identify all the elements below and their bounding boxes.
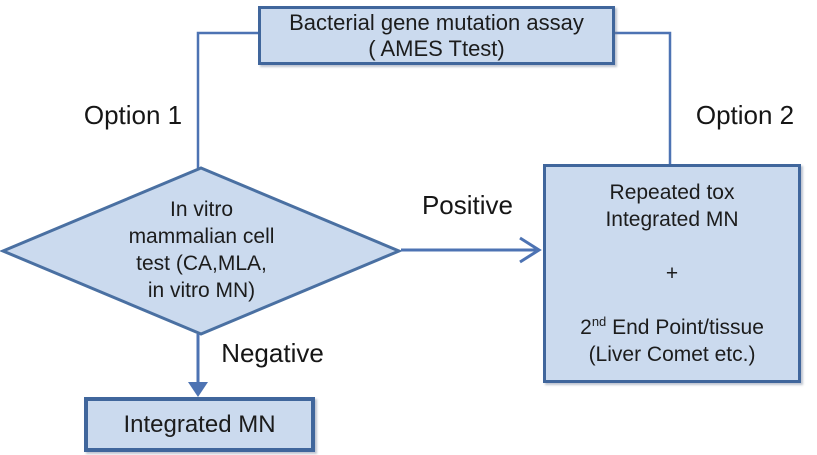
option1-connector-line	[196, 31, 258, 168]
repeated-tox-plus: +	[665, 262, 679, 285]
endpoint-base: 2	[580, 316, 592, 339]
option2-label: Option 2	[695, 100, 795, 130]
negative-arrowhead-icon	[188, 382, 208, 397]
positive-arrowhead-icon	[519, 236, 542, 264]
positive-label: Positive	[421, 190, 514, 220]
ames-assay-line1: Bacterial gene mutation assay	[289, 9, 584, 35]
repeated-tox-line4: (Liver Comet etc.)	[588, 343, 756, 366]
integrated-mn-box: Integrated MN	[84, 397, 315, 452]
endpoint-superscript: nd	[591, 314, 607, 329]
ames-assay-box: Bacterial gene mutation assay ( AMES Tte…	[258, 6, 615, 65]
diamond-line2: mammalian cell	[128, 225, 275, 248]
option2-connector-line	[615, 31, 672, 165]
integrated-mn-label: Integrated MN	[123, 410, 276, 438]
decision-diamond-shape	[0, 166, 403, 336]
repeated-tox-line1: Repeated tox	[609, 181, 735, 204]
repeated-tox-spacer	[546, 287, 798, 314]
negative-label: Negative	[221, 338, 324, 368]
diamond-line4: in vitro MN)	[147, 279, 256, 302]
endpoint-rest: End Point/tissue	[606, 316, 764, 339]
decision-diamond-text: In vitro mammalian cell test (CA,MLA, in…	[95, 186, 308, 314]
diamond-line3: test (CA,MLA,	[136, 252, 267, 275]
repeated-tox-line2: Integrated MN	[605, 208, 739, 231]
repeated-tox-box: Repeated tox Integrated MN + 2nd End Poi…	[543, 164, 801, 383]
option1-label: Option 1	[83, 100, 183, 130]
repeated-tox-spacer	[546, 233, 798, 260]
ames-assay-line2: ( AMES Ttest)	[368, 35, 505, 61]
diamond-line1: In vitro	[169, 198, 234, 221]
repeated-tox-line3: 2nd End Point/tissue	[580, 314, 764, 341]
